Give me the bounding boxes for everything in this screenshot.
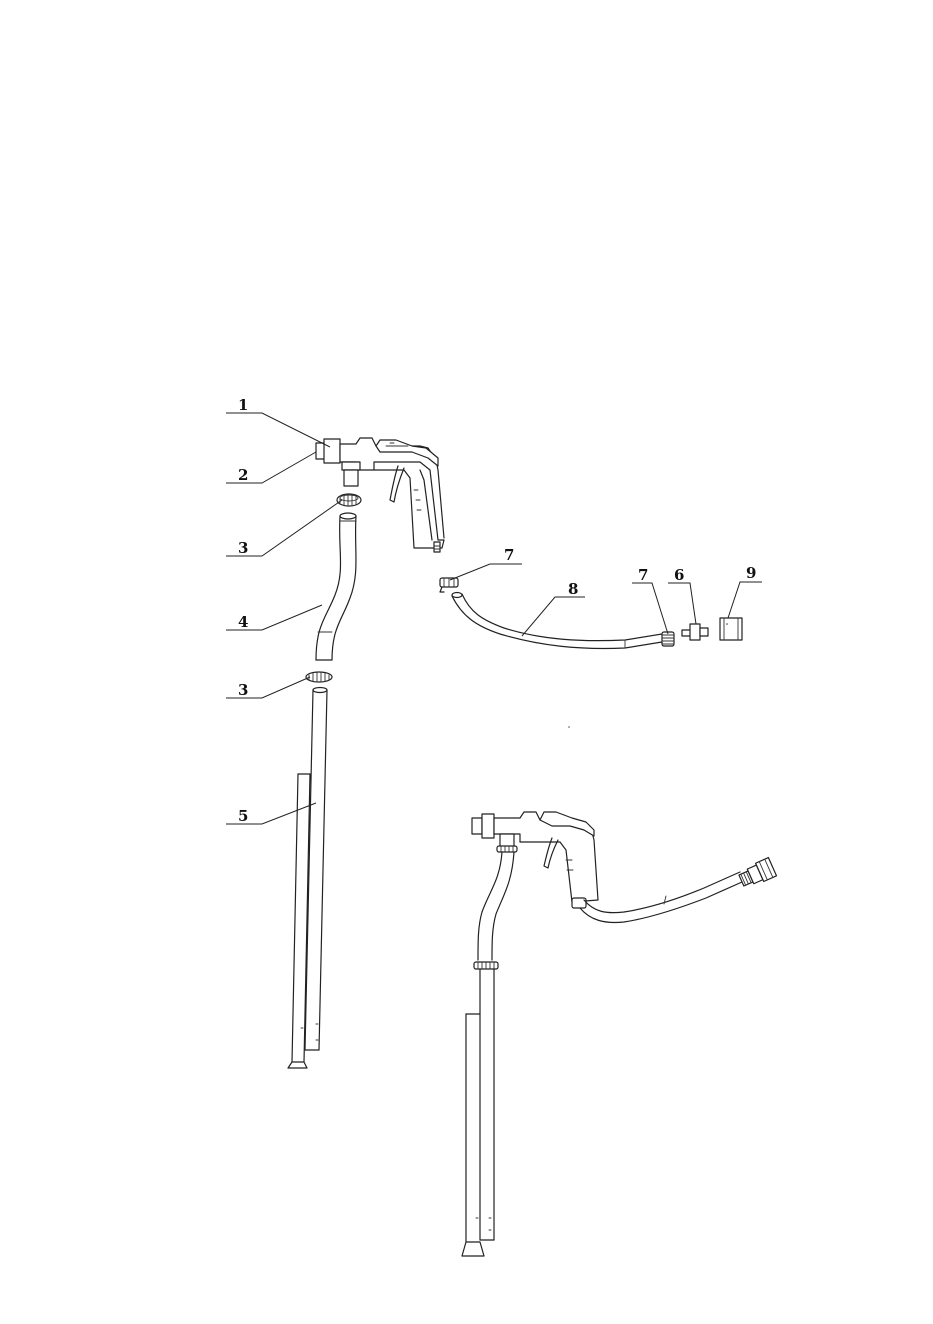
callout-5: 5 xyxy=(238,807,248,825)
exploded-view xyxy=(288,438,742,1068)
part-8-flexible-hose xyxy=(452,593,662,649)
callout-3-upper: 3 xyxy=(238,539,248,557)
callout-labels: 1 2 3 4 3 5 7 8 7 6 9 xyxy=(238,396,756,825)
callout-8: 8 xyxy=(568,580,578,598)
part-7-fitting-right xyxy=(662,632,674,646)
part-3-hose-clamp-upper xyxy=(337,494,361,506)
callout-leaders xyxy=(226,413,762,824)
assembled-view xyxy=(462,812,777,1256)
callout-7-right: 7 xyxy=(638,566,648,584)
callout-6: 6 xyxy=(674,566,684,584)
part-4-curved-tube xyxy=(316,513,356,660)
part-6-connector xyxy=(682,624,708,640)
part-2-nozzle-cap xyxy=(316,439,340,463)
callout-1: 1 xyxy=(238,396,248,414)
part-9-coupler xyxy=(720,618,742,640)
callout-2: 2 xyxy=(238,466,248,484)
stray-mark xyxy=(568,726,570,728)
callout-3-lower: 3 xyxy=(238,681,248,699)
part-7-fitting-left xyxy=(440,578,458,592)
callout-9: 9 xyxy=(746,564,756,582)
callout-7-left: 7 xyxy=(504,546,514,564)
callout-4: 4 xyxy=(238,613,248,631)
part-5-long-tubes xyxy=(288,688,327,1069)
